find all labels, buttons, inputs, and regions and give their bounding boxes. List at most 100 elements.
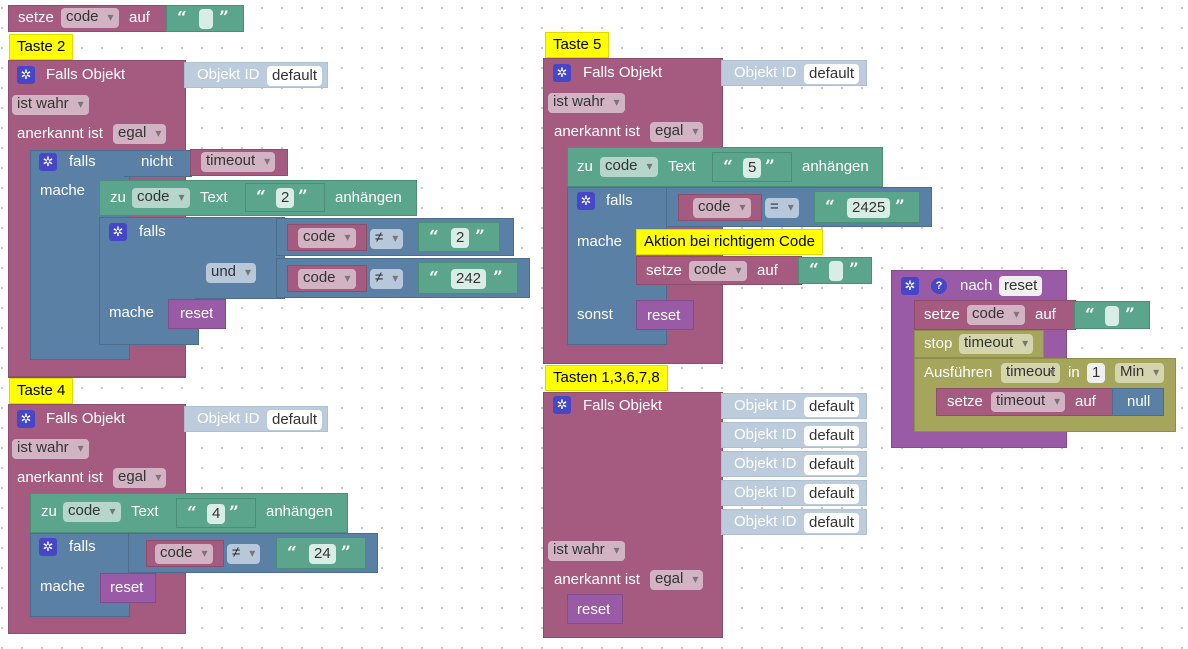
- comment-taste-2[interactable]: Taste 2: [9, 34, 74, 60]
- reset-call-block[interactable]: reset: [567, 594, 623, 624]
- text-literal-block[interactable]: “ 2425 ”: [814, 191, 920, 223]
- text-value-field[interactable]: 242: [451, 269, 487, 289]
- empty-text-field[interactable]: [199, 9, 213, 29]
- ack-dropdown[interactable]: egal: [113, 468, 167, 488]
- object-id-field[interactable]: Objekt ID default: [721, 422, 867, 448]
- and-block[interactable]: [195, 217, 285, 299]
- comment-tasten-rest[interactable]: Tasten 1,3,6,7,8: [545, 365, 668, 391]
- empty-text-block[interactable]: “ ”: [1074, 301, 1150, 329]
- get-timeout-block[interactable]: timeout: [190, 149, 288, 176]
- text-literal-block[interactable]: “ 24 ”: [276, 537, 366, 569]
- text-literal-block[interactable]: “ 2 ”: [418, 222, 500, 252]
- gear-icon[interactable]: ✲: [901, 277, 919, 295]
- comment-taste-4[interactable]: Taste 4: [9, 378, 74, 404]
- timeout-name-field[interactable]: timeout: [1001, 363, 1061, 383]
- object-id-field[interactable]: Objekt ID default: [184, 406, 328, 432]
- and-dropdown[interactable]: und: [206, 263, 257, 283]
- get-code-block[interactable]: code: [287, 224, 367, 251]
- object-id-value[interactable]: default: [267, 66, 323, 86]
- condition-dropdown[interactable]: ist wahr: [548, 541, 625, 561]
- gear-icon[interactable]: ✲: [577, 192, 595, 210]
- text-literal-block[interactable]: “ 242 ”: [418, 262, 518, 294]
- set-code-empty-block[interactable]: setze code auf: [8, 5, 168, 32]
- to-keyword: zu: [577, 158, 593, 175]
- object-id-field[interactable]: Objekt ID default: [721, 60, 867, 86]
- variable-code-dropdown[interactable]: code: [61, 8, 119, 28]
- gear-icon[interactable]: ✲: [39, 538, 57, 556]
- text-value-field[interactable]: 4: [207, 504, 226, 524]
- ack-dropdown[interactable]: egal: [650, 570, 704, 590]
- variable-code-dropdown[interactable]: code: [63, 502, 121, 522]
- ack-dropdown[interactable]: egal: [650, 122, 704, 142]
- get-code-block[interactable]: code: [287, 265, 367, 292]
- text-literal-block[interactable]: “ 5 ”: [712, 152, 792, 182]
- object-id-field[interactable]: Objekt ID default: [721, 509, 867, 535]
- operator-dropdown[interactable]: ≠: [370, 269, 404, 289]
- set-code-empty-block[interactable]: setze code auf: [914, 300, 1076, 330]
- text-value-field[interactable]: 2: [276, 188, 295, 208]
- object-id-value[interactable]: default: [804, 426, 860, 446]
- object-id-field[interactable]: Objekt ID default: [721, 451, 867, 477]
- text-literal-block[interactable]: “ 4 ”: [176, 498, 256, 528]
- text-value-field[interactable]: 24: [309, 544, 336, 564]
- condition-dropdown[interactable]: ist wahr: [548, 93, 625, 113]
- timeout-dropdown[interactable]: timeout: [959, 334, 1034, 354]
- comment-action-correct-code[interactable]: Aktion bei richtigem Code: [636, 229, 823, 255]
- gear-icon[interactable]: ✲: [553, 64, 571, 82]
- condition-dropdown[interactable]: ist wahr: [12, 95, 89, 115]
- object-id-value[interactable]: default: [804, 64, 860, 84]
- object-id-value[interactable]: default: [267, 410, 323, 430]
- variable-code-dropdown[interactable]: code: [693, 198, 751, 218]
- reset-call-block[interactable]: reset: [636, 300, 694, 330]
- variable-code-dropdown[interactable]: code: [967, 305, 1025, 325]
- set-code-empty-block[interactable]: setze code auf: [636, 256, 802, 285]
- to-keyword: auf: [1075, 393, 1096, 410]
- variable-code-dropdown[interactable]: code: [600, 157, 658, 177]
- variable-code-dropdown[interactable]: code: [132, 188, 190, 208]
- time-unit-dropdown[interactable]: Min: [1115, 363, 1165, 383]
- set-timeout-null-block[interactable]: setze timeout auf: [936, 388, 1116, 416]
- gear-icon[interactable]: ✲: [553, 396, 571, 414]
- object-id-field[interactable]: Objekt ID default: [184, 62, 328, 88]
- reset-call-block[interactable]: reset: [100, 573, 156, 603]
- empty-text-block[interactable]: “ ”: [166, 5, 244, 32]
- operator-dropdown[interactable]: ≠: [370, 229, 404, 249]
- text-value-field[interactable]: 5: [743, 158, 762, 178]
- object-id-value[interactable]: default: [804, 397, 860, 417]
- function-name-field[interactable]: reset: [999, 276, 1043, 296]
- null-value-block[interactable]: null: [1112, 388, 1164, 416]
- variable-timeout-dropdown[interactable]: timeout: [991, 392, 1066, 412]
- gear-icon[interactable]: ✲: [17, 66, 35, 84]
- stop-timeout-block[interactable]: stop timeout: [914, 330, 1044, 358]
- empty-text-field[interactable]: [1105, 306, 1119, 326]
- gear-icon[interactable]: ✲: [17, 410, 35, 428]
- gear-icon[interactable]: ✲: [109, 223, 127, 241]
- object-id-value[interactable]: default: [804, 455, 860, 475]
- empty-text-field[interactable]: [829, 261, 843, 281]
- operator-dropdown[interactable]: =: [765, 198, 799, 218]
- object-id-field[interactable]: Objekt ID default: [721, 480, 867, 506]
- help-icon[interactable]: ?: [931, 278, 947, 294]
- get-code-block[interactable]: code: [146, 540, 224, 567]
- ack-dropdown[interactable]: egal: [113, 124, 167, 144]
- condition-dropdown[interactable]: ist wahr: [12, 439, 89, 459]
- gear-icon[interactable]: ✲: [39, 153, 57, 171]
- delay-value-field[interactable]: 1: [1087, 363, 1106, 383]
- variable-timeout-dropdown[interactable]: timeout: [201, 152, 276, 172]
- variable-code-dropdown[interactable]: code: [155, 544, 213, 564]
- text-value-field[interactable]: 2: [451, 228, 470, 248]
- variable-code-dropdown[interactable]: code: [689, 261, 747, 281]
- object-id-value[interactable]: default: [804, 513, 860, 533]
- empty-text-block[interactable]: “ ”: [798, 257, 872, 284]
- get-code-block[interactable]: code: [678, 194, 762, 221]
- text-value-field[interactable]: 2425: [847, 198, 891, 218]
- reset-call-block[interactable]: reset: [168, 299, 226, 329]
- object-id-field[interactable]: Objekt ID default: [721, 393, 867, 419]
- reset-label: reset: [110, 579, 144, 596]
- object-id-value[interactable]: default: [804, 484, 860, 504]
- operator-dropdown[interactable]: ≠: [227, 544, 261, 564]
- variable-code-dropdown[interactable]: code: [298, 269, 356, 289]
- comment-taste-5[interactable]: Taste 5: [545, 32, 610, 58]
- text-literal-block[interactable]: “ 2 ”: [245, 183, 325, 212]
- variable-code-dropdown[interactable]: code: [298, 228, 356, 248]
